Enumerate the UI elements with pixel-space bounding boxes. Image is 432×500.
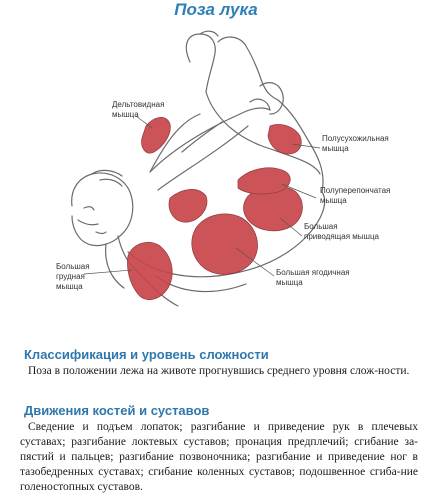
pectoralis-muscle [127, 242, 173, 301]
left-foot [185, 33, 216, 93]
section-text-classification: Поза в положении лежа на животе прогнувш… [28, 365, 410, 377]
section-heading-movements: Движения костей и суставов [24, 403, 210, 418]
head [71, 172, 134, 247]
section-text-movements: Сведение и подъем лопаток; разгибание и … [20, 421, 418, 493]
semitendinosus-muscle [267, 124, 302, 155]
semimembranosus-muscle [237, 167, 291, 195]
anatomy-figure [71, 30, 326, 307]
deltoid-muscle [141, 117, 171, 154]
back-muscle [168, 189, 208, 223]
page-title: Поза лука [174, 0, 258, 19]
right-foot [217, 36, 279, 101]
section-heading-classification: Классификация и уровень сложности [24, 347, 269, 362]
gluteus-muscle [191, 213, 258, 275]
